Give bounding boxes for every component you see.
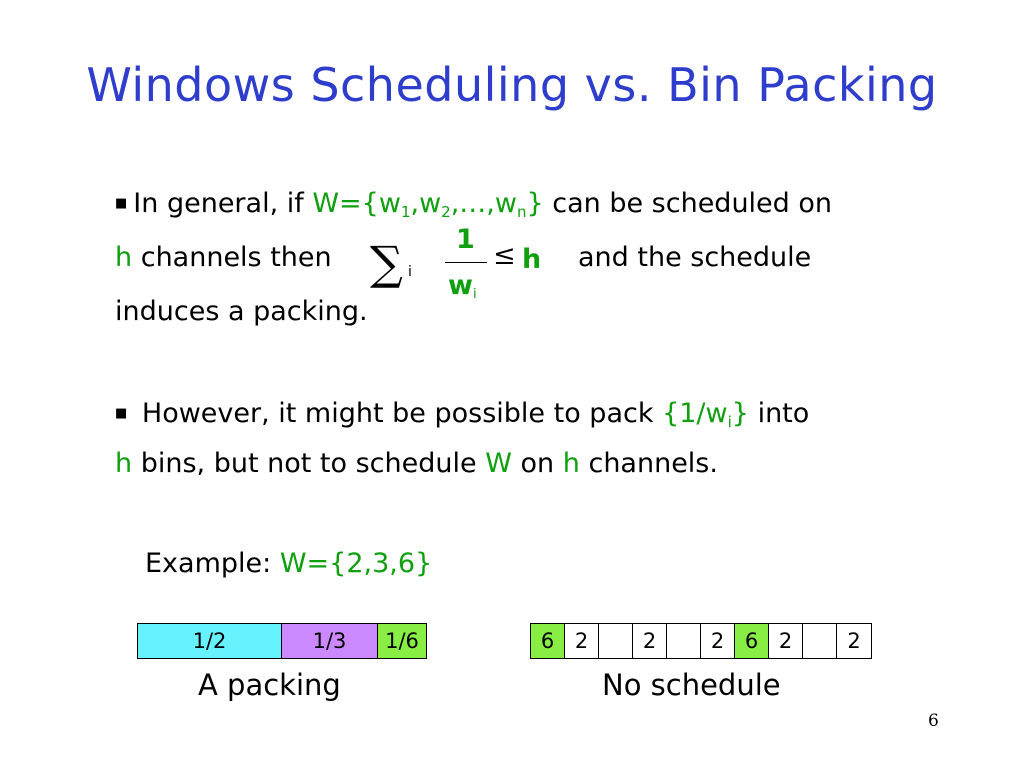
sigma-symbol: ∑ (370, 236, 403, 290)
bullet-square-icon: ■ (115, 406, 128, 421)
leq-symbol: ≤ (493, 240, 516, 271)
var-w: W (485, 448, 512, 479)
bullet-1-line-2: h channels then (115, 242, 332, 273)
text: bins, but not to schedule (140, 448, 477, 479)
example-label: Example: (145, 548, 272, 579)
var-h: h (115, 242, 133, 273)
fraction-numerator: 1 (456, 224, 475, 255)
schedule-slot (803, 624, 837, 658)
bullet-2-line-2: h bins, but not to schedule W on h chann… (115, 448, 718, 479)
sigma-index: i (408, 264, 412, 280)
sum-formula: ∑ i 1 wi ≤ h (370, 224, 570, 308)
schedule-slot: 2 (633, 624, 667, 658)
var-h: h (115, 448, 133, 479)
packing-caption: A packing (198, 668, 341, 702)
schedule-slot: 6 (531, 624, 565, 658)
schedule-slot: 2 (565, 624, 599, 658)
text: and the schedule (578, 242, 812, 273)
text: However, it might be possible to pack (141, 398, 654, 429)
schedule-slot: 6 (735, 624, 769, 658)
var-h: h (562, 448, 580, 479)
fraction-bar (445, 262, 487, 263)
text: can be scheduled on (552, 188, 833, 219)
page-number: 6 (928, 711, 939, 731)
schedule-slot (667, 624, 701, 658)
bullet-square-icon: ■ (115, 196, 128, 211)
packing-cell: 1/6 (378, 624, 426, 658)
schedule-slot (599, 624, 633, 658)
fraction-denominator: wi (448, 270, 477, 302)
packing-cell: 1/3 (282, 624, 378, 658)
text: on (520, 448, 555, 479)
schedule-slot: 2 (701, 624, 735, 658)
set-w: W={w1,w2,…,wn} (312, 188, 544, 221)
text: channels then (140, 242, 332, 273)
text: into (757, 398, 810, 429)
text: In general, if (133, 188, 304, 219)
bullet-2-line-1: ■ However, it might be possible to pack … (115, 398, 809, 431)
text: channels. (588, 448, 718, 479)
schedule-slot: 2 (769, 624, 803, 658)
set-inverse-w: {1/wi} (662, 398, 749, 431)
formula-h: h (522, 244, 542, 275)
packing-cell: 1/2 (138, 624, 282, 658)
bullet-1-line-1: ■ In general, if W={w1,w2,…,wn} can be sc… (115, 188, 832, 221)
example-set: W={2,3,6} (279, 548, 433, 579)
schedule-slot: 2 (837, 624, 871, 658)
slide-title: Windows Scheduling vs. Bin Packing (86, 58, 938, 112)
bullet-1-line-2b: and the schedule (578, 242, 811, 273)
schedule-caption: No schedule (602, 668, 781, 702)
bullet-1-line-3: induces a packing. (115, 296, 368, 327)
example-line: Example: W={2,3,6} (145, 548, 432, 579)
